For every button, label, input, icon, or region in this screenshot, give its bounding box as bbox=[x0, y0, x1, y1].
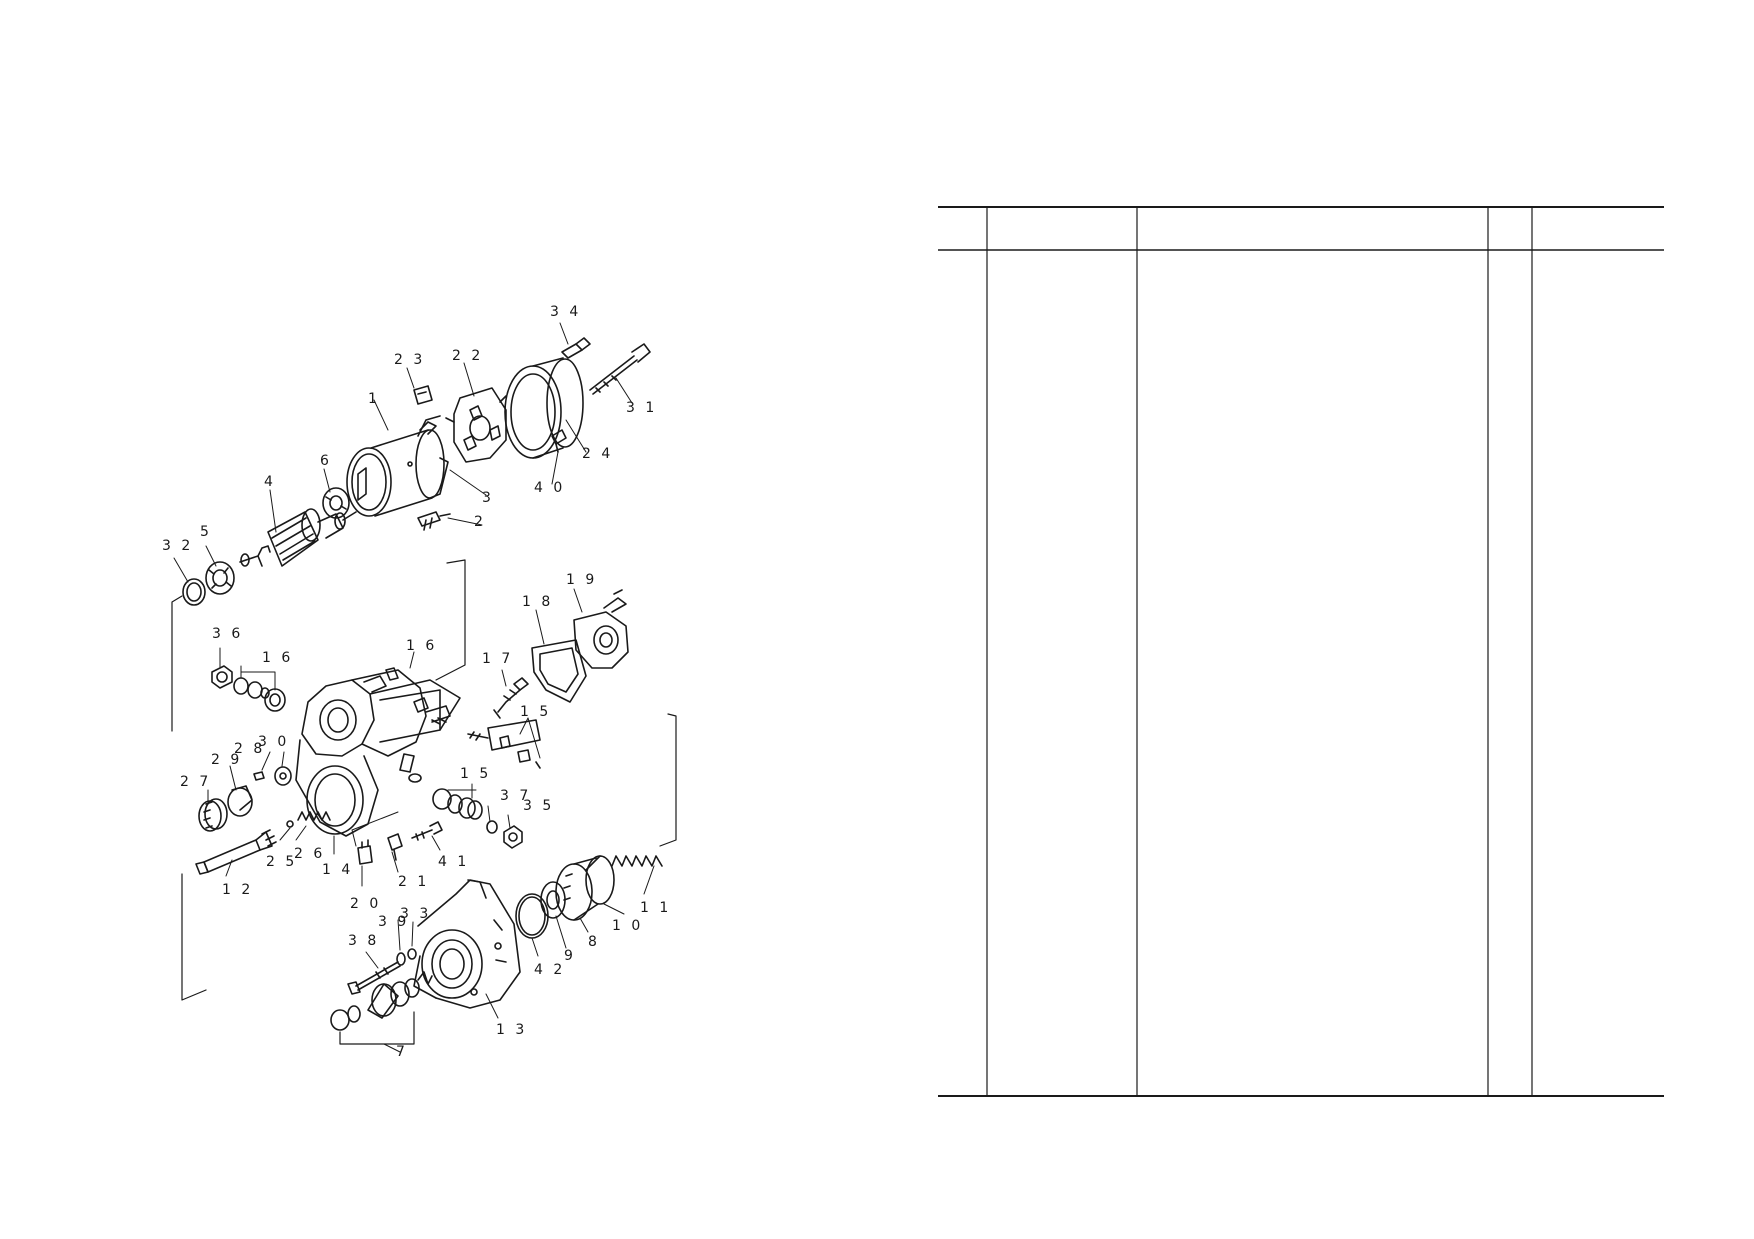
callout-18: 1 8 bbox=[522, 594, 553, 610]
part-20-terminal bbox=[357, 839, 373, 865]
part-10-clutch-hub bbox=[585, 855, 615, 905]
callout-16-left: 1 6 bbox=[262, 650, 293, 666]
callout-27: 2 7 bbox=[180, 774, 211, 790]
callout-16-right: 1 6 bbox=[406, 638, 437, 654]
callout-13: 1 3 bbox=[496, 1022, 527, 1038]
callout-11: 1 1 bbox=[640, 900, 671, 916]
part-32-ring bbox=[182, 578, 206, 606]
callout-10: 1 0 bbox=[612, 918, 643, 934]
part-24-end-cover bbox=[504, 357, 584, 459]
part-7-pinion-set bbox=[330, 971, 433, 1031]
part-29-pinion-cover bbox=[227, 785, 253, 817]
group-bracket-upper bbox=[171, 559, 466, 732]
part-11-spring bbox=[611, 855, 663, 867]
part-2-brush bbox=[417, 511, 451, 531]
callout-40: 4 0 bbox=[534, 480, 565, 496]
part-6-bearing bbox=[322, 487, 350, 519]
callout-36: 3 6 bbox=[212, 626, 243, 642]
callout-9: 9 bbox=[564, 948, 576, 964]
callout-31: 3 1 bbox=[626, 400, 657, 416]
part-5-bearing bbox=[205, 561, 235, 595]
part-36-nut bbox=[211, 665, 233, 689]
callout-14: 1 4 bbox=[322, 862, 353, 878]
part-21-terminal bbox=[387, 833, 403, 861]
group-bracket-lower bbox=[181, 873, 207, 1001]
callout-21: 2 1 bbox=[398, 874, 429, 890]
callout-17: 1 7 bbox=[482, 651, 513, 667]
part-1-yoke bbox=[346, 415, 449, 517]
part-27-gear bbox=[198, 798, 228, 832]
part-39-washer bbox=[396, 952, 406, 966]
callout-7: 7 bbox=[396, 1044, 408, 1060]
part-19-cover-plate bbox=[573, 589, 629, 669]
callout-4: 4 bbox=[264, 474, 276, 490]
part-25-ball bbox=[286, 820, 294, 828]
part-17-terminal-bolt bbox=[493, 677, 529, 719]
part-35-nut bbox=[503, 825, 523, 849]
callout-41: 4 1 bbox=[438, 854, 469, 870]
part-33-ring bbox=[407, 948, 417, 960]
part-38-bolt bbox=[347, 961, 401, 995]
callout-1: 1 bbox=[368, 391, 380, 407]
callout-15-lower: 1 5 bbox=[460, 766, 491, 782]
part-41-screw bbox=[411, 821, 443, 841]
part-22-brush-holder bbox=[445, 387, 507, 463]
callout-33: 3 3 bbox=[400, 906, 431, 922]
callout-34: 3 4 bbox=[550, 304, 581, 320]
callout-28: 2 8 bbox=[234, 741, 265, 757]
callout-15-upper: 1 5 bbox=[520, 704, 551, 720]
part-40-terminal bbox=[551, 429, 567, 453]
part-15-washers-lower bbox=[432, 788, 483, 820]
part-15-terminal-upper bbox=[467, 719, 541, 769]
part-26-spring bbox=[297, 811, 331, 821]
callout-42: 4 2 bbox=[534, 962, 565, 978]
callout-35: 3 5 bbox=[523, 798, 554, 814]
callout-37: 3 7 bbox=[500, 788, 531, 804]
part-13-drive-housing bbox=[413, 879, 521, 1009]
part-9-pinion bbox=[540, 881, 566, 919]
group-bracket-right bbox=[659, 713, 677, 847]
callout-30: 3 0 bbox=[258, 734, 289, 750]
leader-lines bbox=[173, 322, 655, 1053]
callout-26: 2 6 bbox=[294, 846, 325, 862]
part-23-spring-clip bbox=[413, 385, 433, 405]
callout-29: 2 9 bbox=[211, 752, 242, 768]
part-12-shaft bbox=[195, 829, 277, 875]
callout-23: 2 3 bbox=[394, 352, 425, 368]
callout-2: 2 bbox=[474, 514, 486, 530]
callout-25: 2 5 bbox=[266, 854, 297, 870]
part-30-washer bbox=[274, 766, 292, 786]
callout-22: 2 2 bbox=[452, 348, 483, 364]
callout-labels: 3 4 2 3 2 2 1 3 1 2 4 6 4 3 4 0 2 5 3 2 … bbox=[162, 304, 671, 1060]
part-28-pin bbox=[253, 771, 265, 781]
callout-8: 8 bbox=[588, 934, 600, 950]
callout-20: 2 0 bbox=[350, 896, 381, 912]
part-31-through-bolt bbox=[589, 343, 651, 395]
callout-5: 5 bbox=[200, 524, 212, 540]
callout-32: 3 2 bbox=[162, 538, 193, 554]
callout-19: 1 9 bbox=[566, 572, 597, 588]
part-16-terminal-set bbox=[363, 667, 451, 725]
callout-3: 3 bbox=[482, 490, 494, 506]
part-4-armature bbox=[239, 508, 357, 567]
callout-6: 6 bbox=[320, 453, 332, 469]
callout-12: 1 2 bbox=[222, 882, 253, 898]
part-34-screw bbox=[561, 337, 591, 359]
callout-38: 3 8 bbox=[348, 933, 379, 949]
callout-24: 2 4 bbox=[582, 446, 613, 462]
group-bracket-part7 bbox=[339, 1011, 415, 1045]
part-37-washer bbox=[486, 820, 498, 834]
callout-39: 3 9 bbox=[378, 914, 409, 930]
